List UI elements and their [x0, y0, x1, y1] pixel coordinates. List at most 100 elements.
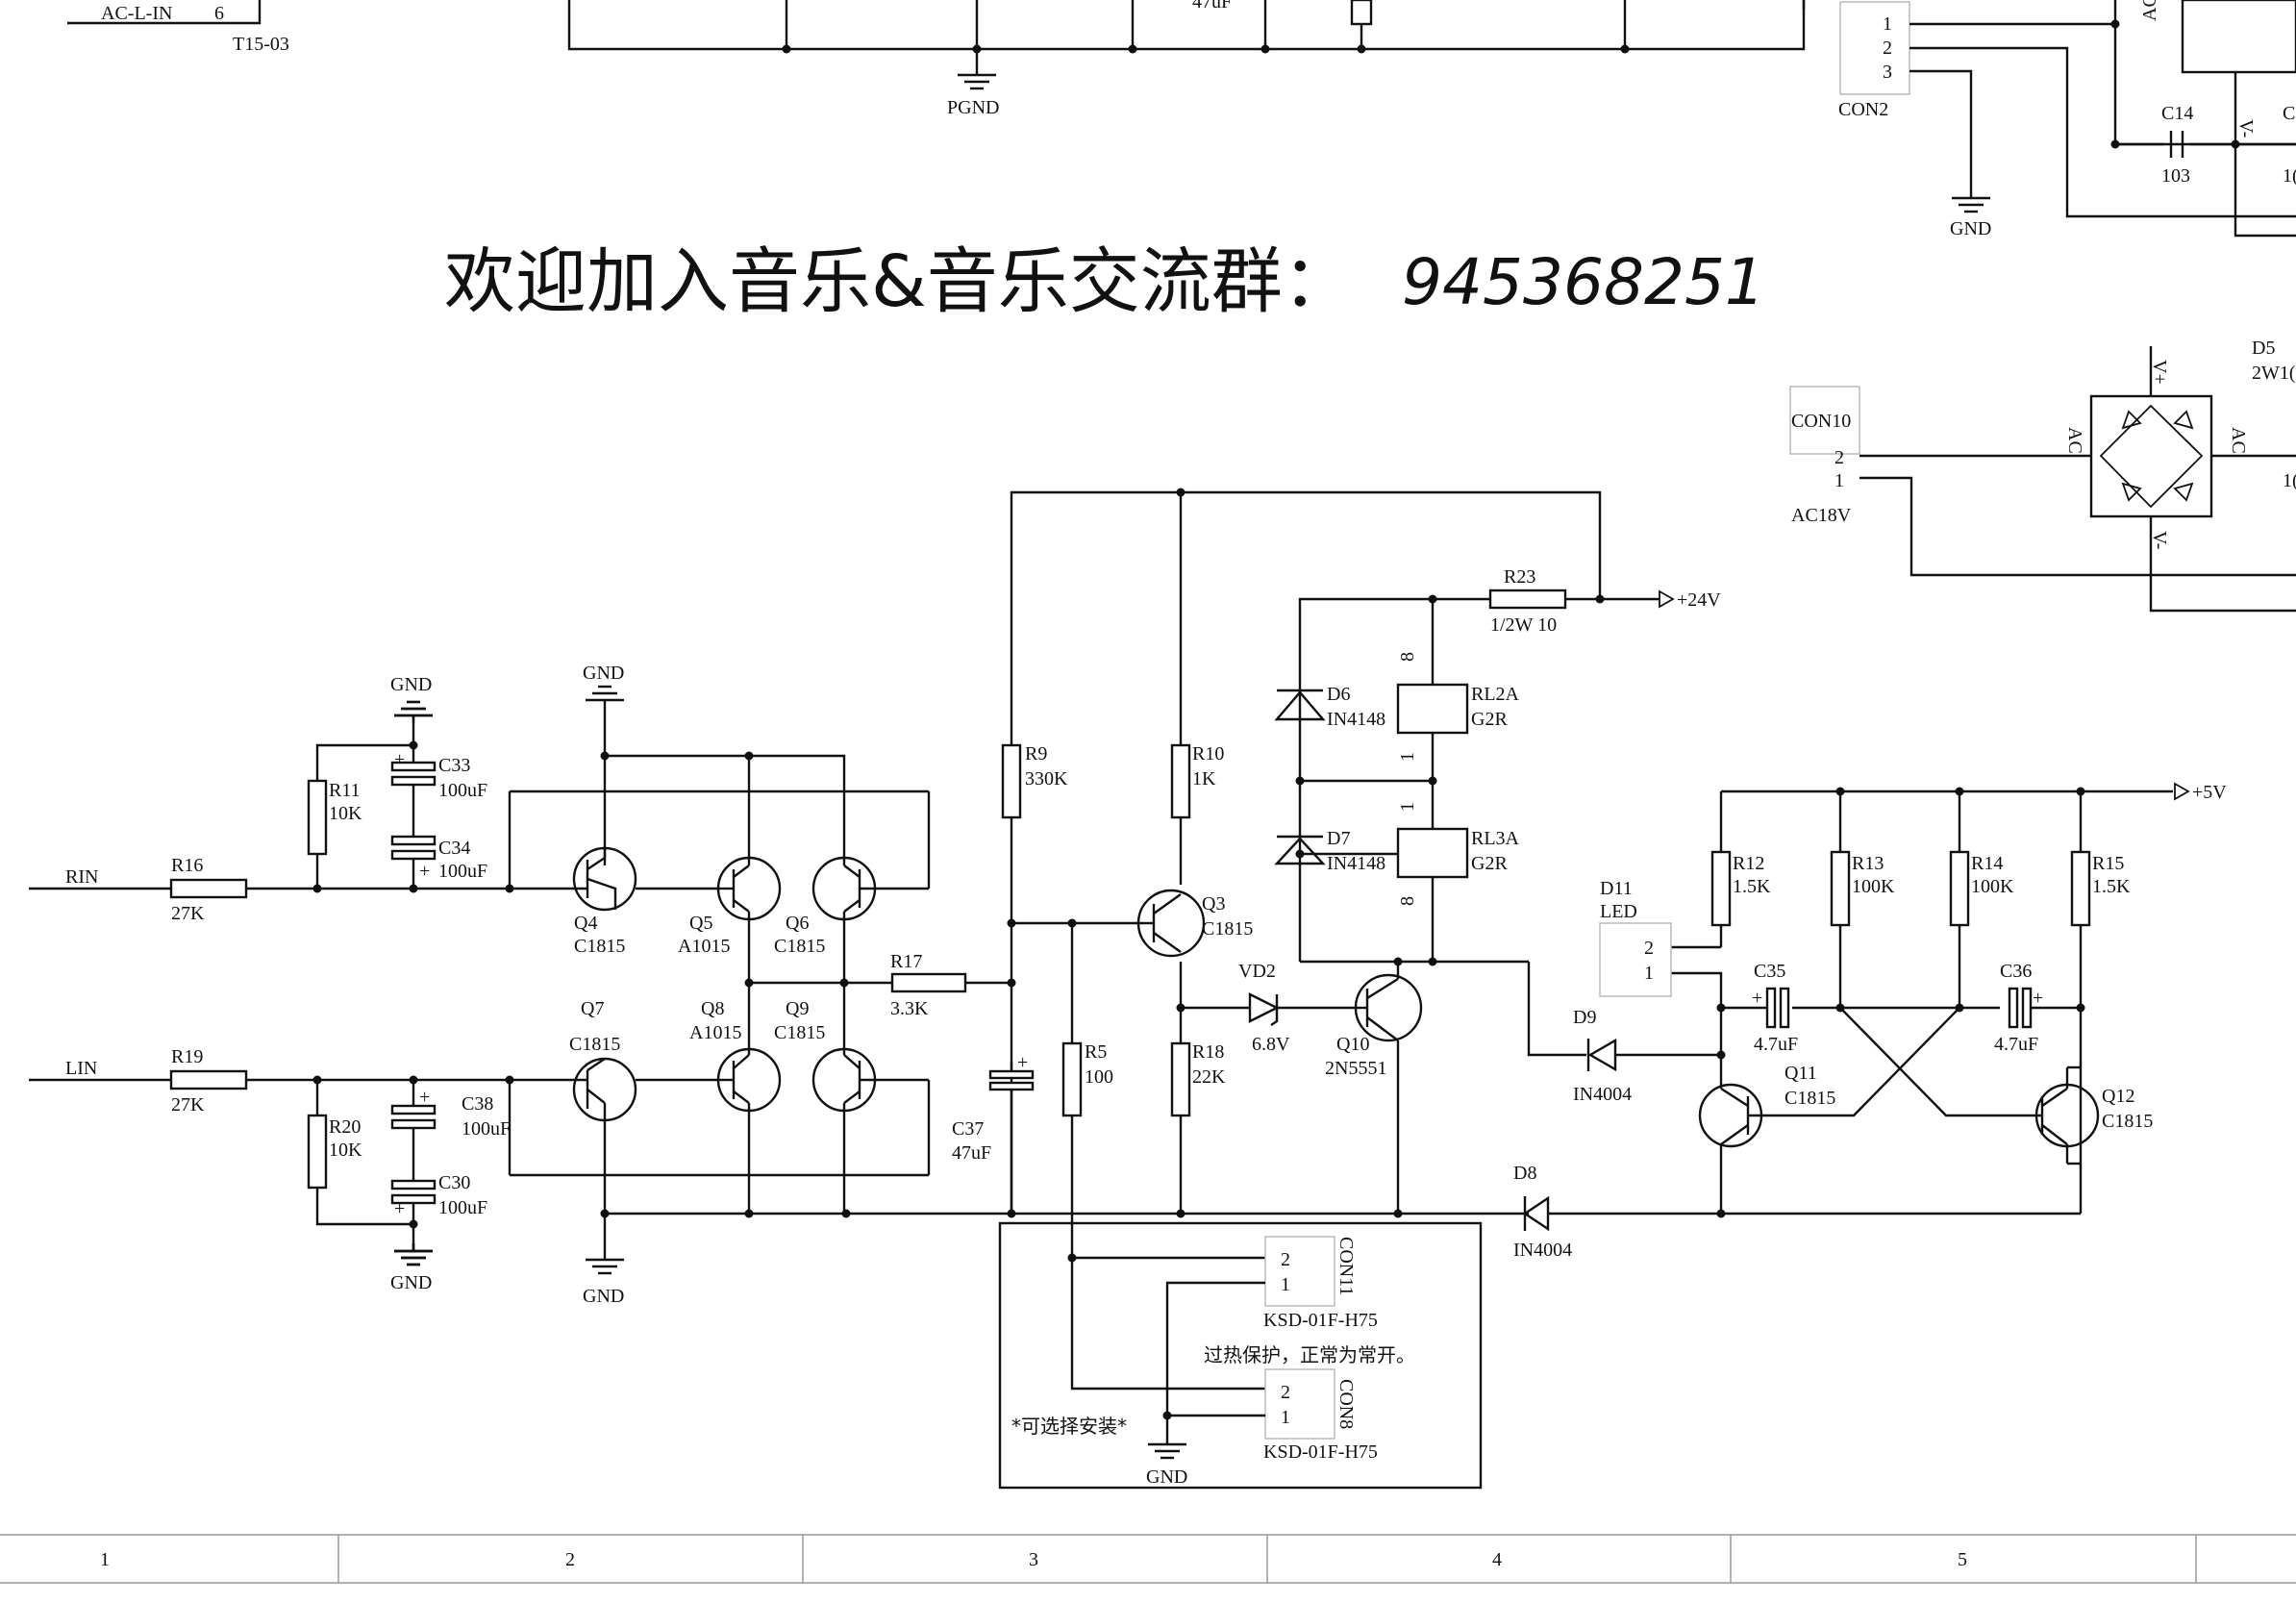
con11-part: KSD-01F-H75: [1263, 1310, 1378, 1331]
r13-label: R13: [1852, 853, 1884, 874]
capacitor-c34: [390, 835, 437, 871]
d5-value: 2W1(: [2252, 363, 2296, 384]
gnd-label-bottom-q: GND: [583, 1286, 624, 1307]
c-partial-label: C: [2283, 103, 2295, 124]
r23-value: 1/2W 10: [1490, 614, 1557, 636]
banner-text: 欢迎加入音乐&音乐交流群：: [444, 240, 1354, 323]
thermal-protection-box: [998, 1221, 1483, 1490]
d11-pin-2: 2: [1644, 938, 1654, 959]
bridge-vminus: V-: [2149, 531, 2170, 549]
r12-label: R12: [1733, 853, 1764, 874]
r5-label: R5: [1085, 1041, 1107, 1063]
r10-label: R10: [1192, 743, 1224, 764]
resistor-r16: [169, 878, 248, 899]
capacitor-c35: [1765, 987, 1790, 1029]
r18-label: R18: [1192, 1041, 1224, 1063]
d6-value: IN4148: [1327, 709, 1385, 730]
rl2a-pin-1: 1: [1397, 752, 1418, 762]
frame-col-2: 2: [565, 1549, 575, 1570]
gnd-label-top-q: GND: [583, 663, 624, 684]
transistor-q11: [1698, 1083, 1763, 1148]
con10-label: CON10: [1791, 411, 1851, 432]
resistor-r20: [307, 1114, 328, 1190]
r12-value: 1.5K: [1733, 876, 1771, 897]
d7-value: IN4148: [1327, 853, 1385, 874]
r16-value: 27K: [171, 903, 205, 924]
q4-label: Q4: [574, 913, 597, 934]
q3-value: C1815: [1202, 918, 1253, 940]
resistor-r9: [1001, 743, 1022, 819]
c37-value: 47uF: [952, 1142, 991, 1164]
q11-label: Q11: [1784, 1063, 1817, 1084]
con10-pin-1: 1: [1834, 470, 1844, 491]
q6-label: Q6: [786, 913, 809, 934]
rl3a-pin-1: 1: [1397, 802, 1418, 812]
q8-label: Q8: [701, 998, 724, 1019]
pin-6-label: 6: [214, 3, 224, 24]
q10-label: Q10: [1336, 1034, 1369, 1055]
frame-col-3: 3: [1029, 1549, 1038, 1570]
capacitor-c38: [390, 1096, 437, 1135]
c37-plus: +: [1017, 1052, 1028, 1073]
con2-connector: [1839, 0, 2296, 238]
gnd-label-c33: GND: [390, 674, 432, 695]
c36-label: C36: [2000, 961, 2032, 982]
c34-plus: +: [419, 861, 430, 882]
frame-col-4: 4: [1492, 1549, 1502, 1570]
transistor-q3: [1136, 889, 1206, 958]
r16-label: R16: [171, 855, 203, 876]
lin-label: LIN: [65, 1058, 97, 1079]
transistor-q9: [811, 1047, 883, 1113]
top-cap-value: 47uF: [1192, 0, 1232, 13]
bridge-vplus: V+: [2149, 360, 2170, 385]
q4-value: C1815: [574, 936, 625, 957]
con2-label: CON2: [1838, 99, 1888, 120]
bridge-ac-left: AC: [2064, 427, 2085, 454]
c35-label: C35: [1754, 961, 1785, 982]
q12-value: C1815: [2102, 1111, 2153, 1132]
rl2a-pin-8: 8: [1397, 652, 1418, 662]
zener-vd2: [1248, 992, 1280, 1026]
rl2a-value: G2R: [1471, 709, 1508, 730]
transistor-q7: [567, 1057, 637, 1122]
gnd-symbol-c30: [392, 1241, 435, 1266]
d5-label: D5: [2252, 338, 2275, 359]
thermal-gnd-label: GND: [1146, 1466, 1187, 1488]
transistor-q5: [716, 856, 782, 921]
top-gnd-label: GND: [1950, 218, 1991, 239]
q3-label: Q3: [1202, 893, 1225, 915]
r5-value: 100: [1085, 1066, 1113, 1088]
resistor-r13: [1830, 850, 1851, 927]
resistor-r12: [1710, 850, 1732, 927]
frame-col-1: 1: [100, 1549, 110, 1570]
c37-label: C37: [952, 1118, 984, 1140]
d8-value: IN4004: [1513, 1240, 1572, 1261]
c38-plus: +: [419, 1087, 430, 1108]
top-wiring: [67, 0, 1806, 90]
q9-label: Q9: [786, 998, 809, 1019]
q7-label: Q7: [581, 998, 604, 1019]
con8-pin-1: 1: [1281, 1407, 1290, 1428]
thermal-note: 过热保护，正常为常开。: [1204, 1343, 1415, 1366]
rl3a-label: RL3A: [1471, 828, 1520, 849]
transistor-q6: [811, 856, 883, 921]
con2-pin-3: 3: [1883, 62, 1892, 83]
frame-border: [0, 1534, 2296, 1584]
c30-label: C30: [438, 1172, 470, 1193]
r23-label: R23: [1504, 566, 1535, 588]
q11-value: C1815: [1784, 1088, 1835, 1109]
q7-value: C1815: [569, 1034, 620, 1055]
pgnd-label: PGND: [947, 97, 999, 118]
c35-plus: +: [1752, 988, 1762, 1009]
r17-label: R17: [890, 951, 922, 972]
c30-plus: +: [394, 1198, 405, 1219]
con8-label: CON8: [1335, 1379, 1357, 1429]
con11-pin-2: 2: [1281, 1249, 1290, 1270]
vd2-value: 6.8V: [1252, 1034, 1290, 1055]
c33-value: 100uF: [438, 780, 487, 801]
v5-label: +5V: [2192, 782, 2227, 803]
transistor-q10: [1354, 973, 1423, 1042]
bridge-ac-right: AC: [2228, 427, 2249, 454]
frame-col-5: 5: [1958, 1549, 1967, 1570]
d11-label: D11: [1600, 878, 1633, 899]
